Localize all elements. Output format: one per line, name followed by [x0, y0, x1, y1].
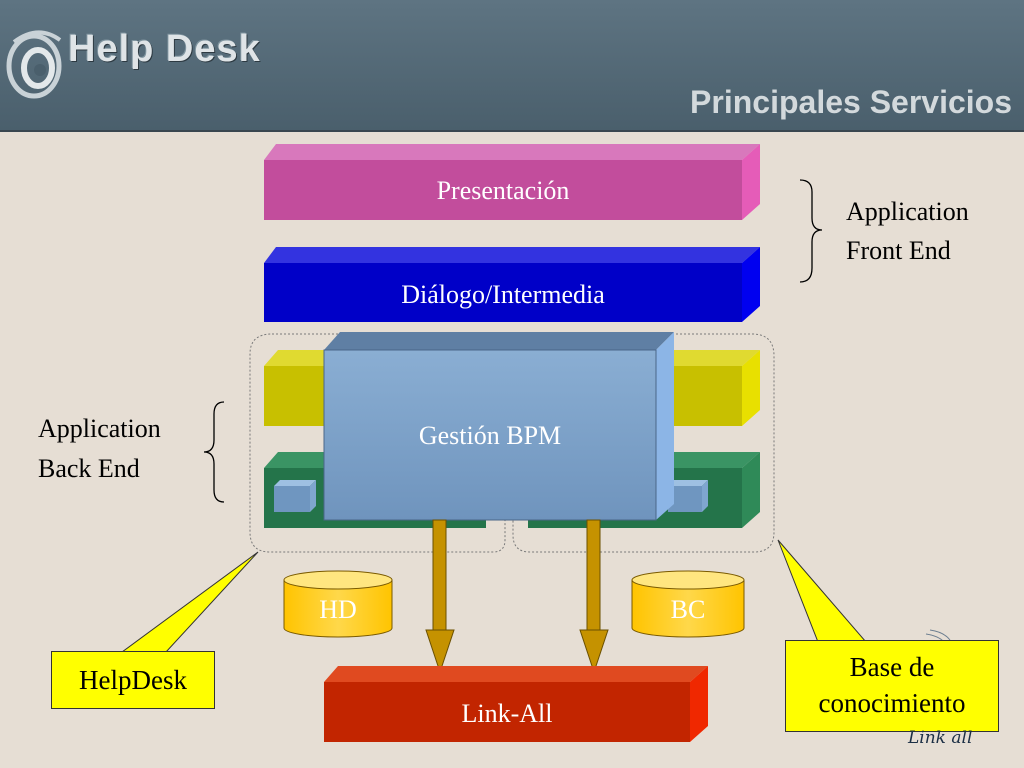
hd-database-icon	[283, 570, 393, 638]
arrow-left	[425, 519, 455, 674]
helpdesk-callout-pointer	[120, 551, 259, 653]
gestion-bpm-block	[323, 332, 674, 521]
bc-database-icon	[631, 570, 745, 638]
brand-name: Help Desk	[68, 28, 261, 70]
dialogo-label: Diálogo/Intermedia	[401, 280, 605, 309]
bc-label: BC	[670, 595, 706, 624]
dialogo-layer	[264, 247, 760, 322]
helpdesk-callout-text: HelpDesk	[79, 665, 187, 695]
link-all-label: Link-All	[461, 699, 553, 728]
base-callout-line1: Base de	[849, 652, 935, 682]
front-end-brace	[799, 179, 823, 283]
front-end-label-line2: Front End	[846, 236, 951, 265]
footer-logo-text: Link all	[908, 728, 973, 748]
base-conocimiento-callout: Base de conocimiento	[785, 640, 999, 732]
presentacion-layer	[264, 144, 760, 220]
base-callout-line2: conocimiento	[818, 688, 966, 718]
arrow-right	[579, 519, 609, 674]
swirl-logo-icon	[6, 30, 62, 99]
back-end-label-line2: Back End	[38, 454, 140, 483]
link-all-layer	[324, 666, 708, 742]
base-callout-pointer	[777, 539, 868, 643]
hd-label: HD	[319, 595, 357, 624]
back-end-label-line1: Application	[38, 414, 161, 443]
helpdesk-callout: HelpDesk	[51, 651, 215, 709]
page-title: Principales Servicios	[690, 84, 1012, 120]
gestion-bpm-label: Gestión BPM	[418, 421, 562, 450]
slide-header: Help Desk Principales Servicios	[0, 0, 1024, 132]
module-block-left	[274, 480, 316, 512]
presentacion-label: Presentación	[436, 176, 570, 205]
front-end-label-line1: Application	[846, 197, 969, 226]
back-end-brace	[203, 401, 225, 503]
